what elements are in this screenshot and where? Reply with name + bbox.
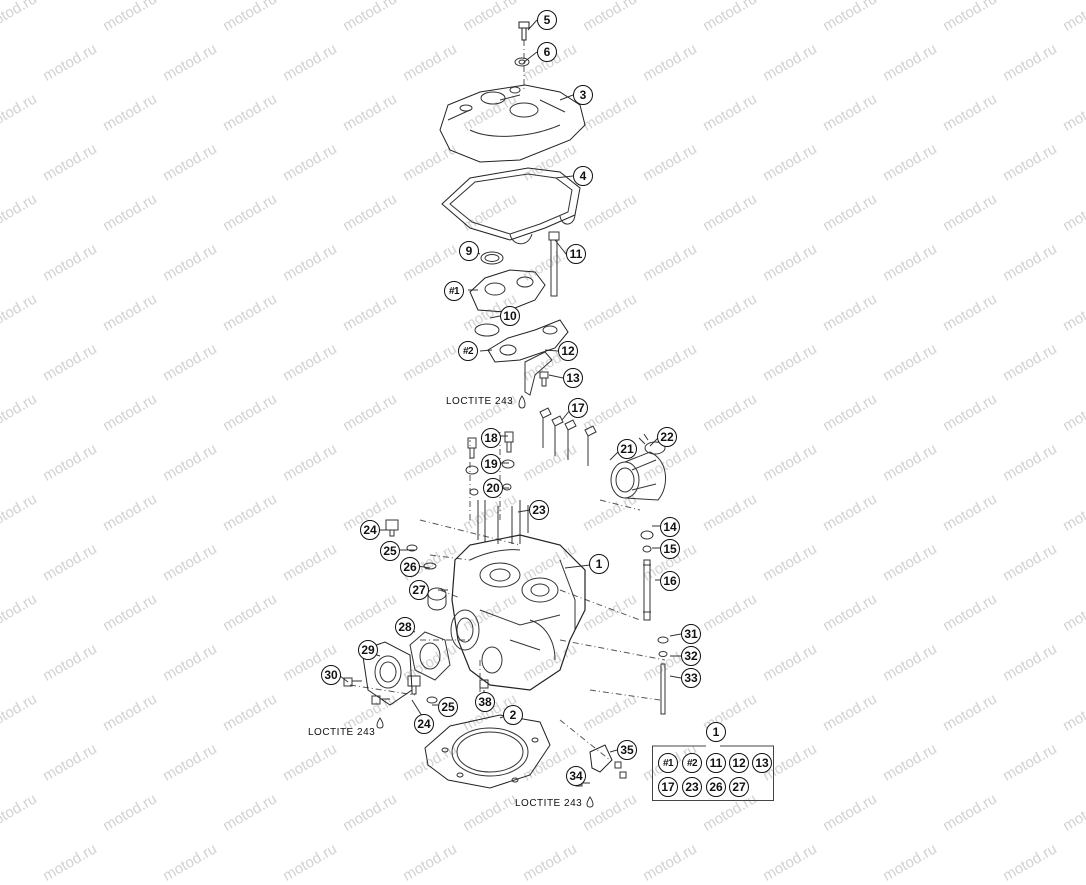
- callout-19: 19: [481, 454, 501, 474]
- callout-34: 34: [566, 766, 586, 786]
- kit-item-26: 26: [706, 777, 726, 797]
- callout-16: 16: [660, 571, 680, 591]
- callout-28: 28: [395, 617, 415, 637]
- callout-2: 2: [503, 705, 523, 725]
- callout-27: 27: [409, 580, 429, 600]
- callout-5: 5: [537, 10, 557, 30]
- callout-hash-1: #1: [444, 281, 464, 301]
- callout-18: 18: [481, 428, 501, 448]
- exploded-parts-drawing: [339, 19, 682, 808]
- callout-12: 12: [558, 341, 578, 361]
- kit-item-11: 11: [706, 753, 726, 773]
- callout-hash-2: #2: [458, 341, 478, 361]
- callout-32: 32: [681, 646, 701, 666]
- callout-38: 38: [475, 692, 495, 712]
- watermark-text: motod.ru: [640, 840, 700, 885]
- kit-item-27: 27: [729, 777, 749, 797]
- watermark-text: motod.ru: [160, 840, 220, 885]
- watermark-text: motod.ru: [40, 840, 100, 885]
- loctite-label-upper: LOCTITE 243: [446, 396, 514, 407]
- callout-26: 26: [400, 557, 420, 577]
- callout-6: 6: [537, 42, 557, 62]
- callout-10: 10: [500, 306, 520, 326]
- watermark-text: motod.ru: [880, 840, 940, 885]
- callout-3: 3: [573, 85, 593, 105]
- callout-24-lower: 24: [414, 714, 434, 734]
- callout-35: 35: [617, 740, 637, 760]
- kit-item-hash-2: #2: [682, 753, 702, 773]
- callout-4: 4: [573, 166, 593, 186]
- callout-25-lower: 25: [438, 697, 458, 717]
- callout-22: 22: [657, 427, 677, 447]
- callout-33: 33: [681, 668, 701, 688]
- kit-item-23: 23: [682, 777, 702, 797]
- watermark-text: motod.ru: [520, 840, 580, 885]
- kit-item-13: 13: [752, 753, 772, 773]
- callout-23: 23: [529, 500, 549, 520]
- callout-14: 14: [660, 517, 680, 537]
- watermark-text: motod.ru: [1000, 840, 1060, 885]
- callout-20: 20: [483, 478, 503, 498]
- callout-17: 17: [568, 398, 588, 418]
- callout-9: 9: [459, 241, 479, 261]
- loctite-label-left: LOCTITE 243: [308, 727, 376, 738]
- kit-box: [652, 746, 774, 801]
- callout-11: 11: [566, 244, 586, 264]
- kit-callout-1: 1: [706, 722, 726, 742]
- callout-29: 29: [358, 640, 378, 660]
- callout-1: 1: [589, 554, 609, 574]
- kit-item-17: 17: [658, 777, 678, 797]
- callout-15: 15: [660, 539, 680, 559]
- callout-31: 31: [681, 624, 701, 644]
- callout-25-upper: 25: [380, 541, 400, 561]
- kit-item-12: 12: [729, 753, 749, 773]
- callout-13: 13: [563, 368, 583, 388]
- watermark-text: motod.ru: [760, 840, 820, 885]
- watermark-text: motod.ru: [280, 840, 340, 885]
- callout-30: 30: [321, 665, 341, 685]
- watermark-text: motod.ru: [400, 840, 460, 885]
- callout-21: 21: [617, 439, 637, 459]
- callout-24-upper: 24: [360, 520, 380, 540]
- kit-item-hash-1: #1: [658, 753, 678, 773]
- loctite-label-bottom: LOCTITE 243: [515, 798, 583, 809]
